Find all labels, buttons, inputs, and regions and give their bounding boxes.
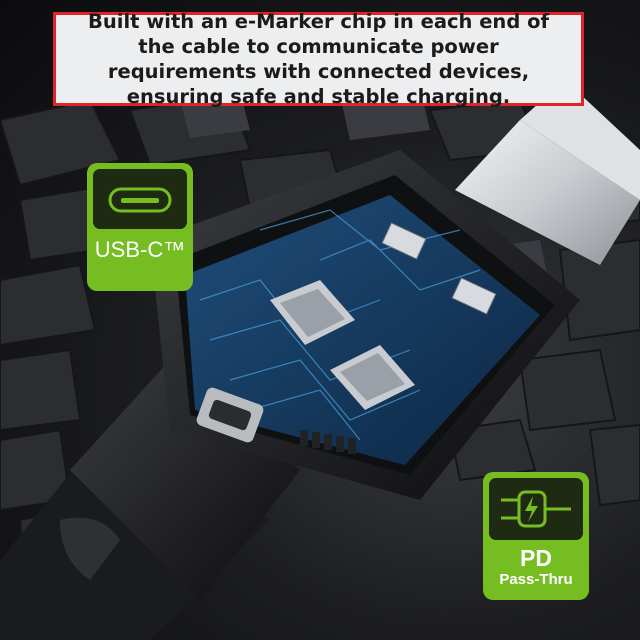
- pd-label: PD: [520, 545, 552, 571]
- usb-c-badge: USB-C™: [87, 163, 193, 291]
- caption-box: Built with an e-Marker chip in each end …: [53, 10, 584, 108]
- pass-thru-label: Pass-Thru: [499, 571, 573, 588]
- power-plug-icon: [489, 478, 583, 540]
- usb-c-port-icon: [93, 169, 187, 229]
- pd-badge: PD Pass-Thru: [483, 472, 589, 600]
- caption-text: Built with an e-Marker chip in each end …: [88, 10, 549, 108]
- usb-c-label: USB-C™: [94, 237, 186, 262]
